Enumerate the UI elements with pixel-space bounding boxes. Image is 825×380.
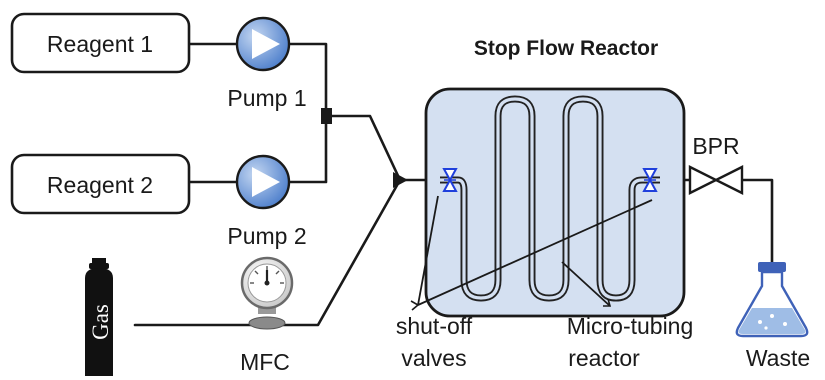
stop-flow-reactor	[424, 87, 686, 318]
callout-lines	[410, 195, 653, 311]
gas-cylinder: Gas	[85, 258, 113, 376]
reagent-2-reservoir: Reagent 2	[10, 153, 191, 215]
micro-tubing-label-line2: reactor	[568, 345, 640, 371]
shutoff-label-line2: valves	[401, 345, 466, 371]
pump-arrow-icon	[252, 29, 280, 59]
pump-2: Pump 2	[227, 154, 307, 249]
outlet-shutoff-valve	[642, 168, 658, 192]
shutoff-label-line1: shut-off	[396, 313, 473, 339]
mfc-label: MFC	[240, 349, 290, 375]
inlet-shutoff-valve	[442, 168, 458, 192]
reagent-2-label: Reagent 2	[47, 172, 153, 198]
reagent-1-label: Reagent 1	[47, 31, 153, 57]
reactor-title: Stop Flow Reactor	[474, 37, 658, 60]
micro-tubing-coil	[440, 95, 660, 302]
mixing-junction	[393, 172, 408, 188]
micro-tubing-label-line1: Micro-tubing	[567, 313, 694, 339]
tee-junction	[321, 108, 332, 124]
pump-arrow-icon	[252, 167, 280, 197]
pump-1: Pump 1	[227, 16, 307, 111]
gas-label: Gas	[88, 304, 113, 340]
mfc-gauge: MFC	[240, 256, 294, 375]
waste-label: Waste	[746, 345, 810, 371]
pump-2-label: Pump 2	[227, 223, 306, 249]
pump-1-label: Pump 1	[227, 85, 306, 111]
reagent-1-reservoir: Reagent 1	[10, 12, 191, 74]
bpr-label: BPR	[692, 133, 739, 159]
waste-flask: Waste	[735, 262, 810, 371]
back-pressure-regulator: BPR	[688, 133, 744, 195]
